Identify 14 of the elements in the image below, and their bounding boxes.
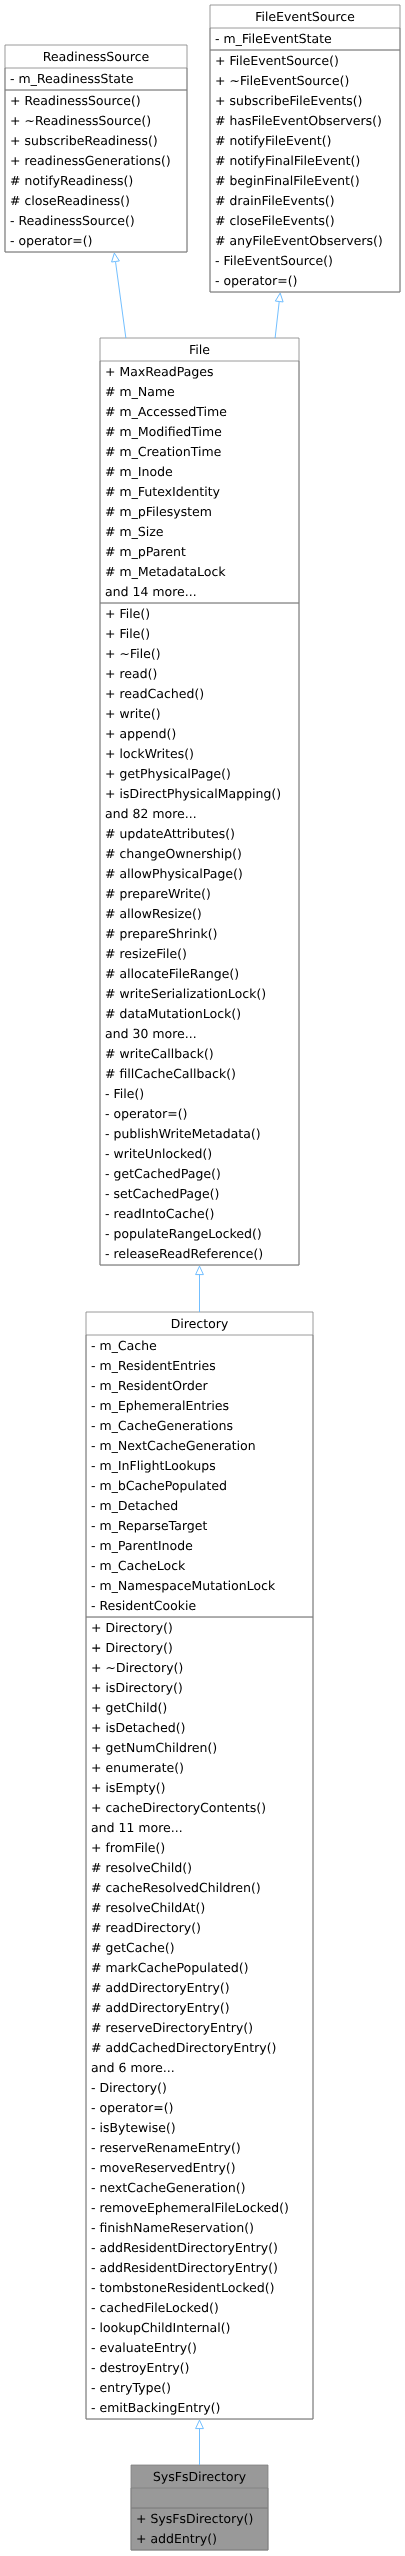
inheritance-arrow [274, 292, 284, 339]
member-list: + Directory() + Directory() + ~Directory() + isDirectory() + getChild() + isDetached() + getNumChildren() + enumerate() + isEmpty() + cacheDirectoryContents() and 11 more... + fromFile() # resolveChild() # cacheResolvedChildren() # resolveChildAt() # readDirectory() # getCache() # markCachePopulated() # addDirectoryEntry() # addDirectoryEntry() # reserveDirectoryEntry() # addCachedDirectoryEntry() and 6 more... - Directory() - operator=() - isBytewise() - reserveRenameEntry() - moveReservedEntry() - nextCacheGeneration() - removeEphemeralFileLocked() - finishNameReservation() - addResidentDirectoryEntry() - addResidentDirectoryEntry() - tombstoneResidentLocked() - cachedFileLocked() - lookupChildInternal() - evaluateEntry() - destroyEntry() - entryType() - emitBackingEntry() [85, 1616, 314, 2420]
member-list: - m_Cache - m_ResidentEntries - m_ResidentOrder - m_EphemeralEntries - m_CacheGenerations - m_NextCacheGeneration - m_InFlightLookups - m_bCachePopulated - m_Detached - m_ReparseTarget - m_ParentInode - m_CacheLock - m_NamespaceMutationLock - ResidentCookie [85, 1334, 314, 1618]
member-list: + SysFsDirectory() + addEntry() [130, 2507, 269, 2551]
inheritance-arrow [195, 2419, 204, 2466]
member-list: + FileEventSource() + ~FileEventSource() + subscribeFileEvents() # hasFileEventObservers() # notifyFileEvent() # notifyFinalFileEvent() # beginFinalFileEvent() # drainFileEvents() # closeFileEvents() # anyFileEventObservers() - FileEventSource() - operator=() [209, 49, 401, 293]
member-list: + MaxReadPages # m_Name # m_AccessedTime # m_ModifiedTime # m_CreationTime # m_Inode # m_FutexIdentity # m_pFilesystem # m_Size # m_pParent # m_MetadataLock and 14 more... [99, 360, 300, 604]
member-list: - m_FileEventState [209, 27, 401, 51]
inheritance-arrow [111, 252, 127, 339]
member-list: + File() + File() + ~File() + read() + readCached() + write() + append() + lockWrites() + getPhysicalPage() + isDirectPhysicalMapping() and 82 more... # updateAttributes() # changeOwnership() # allowPhysicalPage() # prepareWrite() # allowResize() # prepareShrink() # resizeFile() # allocateFileRange() # writeSerializationLock() # dataMutationLock() and 30 more... # writeCallback() # fillCacheCallback() - File() - operator=() - publishWriteMetadata() - writeUnlocked() - getCachedPage() - setCachedPage() - readIntoCache() - populateRangeLocked() - releaseReadReference() [99, 602, 300, 1266]
empty-compartment [130, 2487, 269, 2509]
inheritance-arrow [195, 1265, 204, 1313]
member-list: + ReadinessSource() + ~ReadinessSource() + subscribeReadiness() + readinessGenerations() # notifyReadiness() # closeReadiness() - ReadinessSource() - operator=() [4, 89, 188, 253]
member-list: - m_ReadinessState [4, 67, 188, 91]
